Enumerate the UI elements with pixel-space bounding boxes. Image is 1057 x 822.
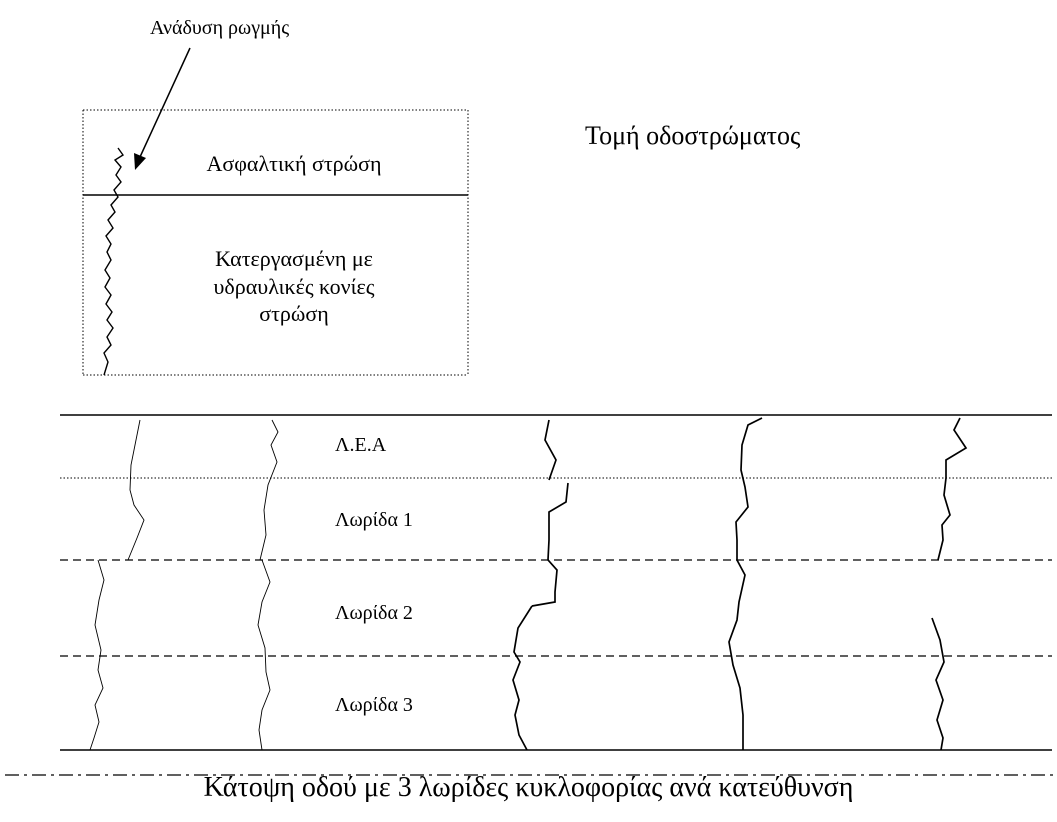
lane-label-3: Λωρίδα 3 <box>335 694 413 716</box>
plan-lines <box>5 414 1055 776</box>
callout-arrow <box>134 47 191 170</box>
lane-label-2: Λωρίδα 2 <box>335 602 413 624</box>
reflective-crack <box>103 147 125 376</box>
base-layer-line: υδραυλικές κονίες <box>213 273 375 299</box>
lane-label-1: Λωρίδα 1 <box>335 509 413 531</box>
lane-label-shoulder: Λ.Ε.Α <box>335 434 387 456</box>
base-layer-label: Κατεργασμένη με υδραυλικές κονίες στρώση <box>120 245 468 328</box>
thick-cracks <box>512 417 968 751</box>
plan-caption: Κάτοψη οδού με 3 λωρίδες κυκλοφορίας ανά… <box>203 772 854 803</box>
base-layer-line: Κατεργασμένη με <box>215 246 373 271</box>
thin-cracks <box>89 419 279 751</box>
base-layer-line: στρώση <box>259 301 329 326</box>
section-title: Τομή οδοστρώματος <box>585 121 801 150</box>
asphalt-layer-label: Ασφαλτική στρώση <box>206 151 382 176</box>
crack-reflection-label: Ανάδυση ρωγμής <box>150 17 290 39</box>
section-box <box>82 109 469 376</box>
